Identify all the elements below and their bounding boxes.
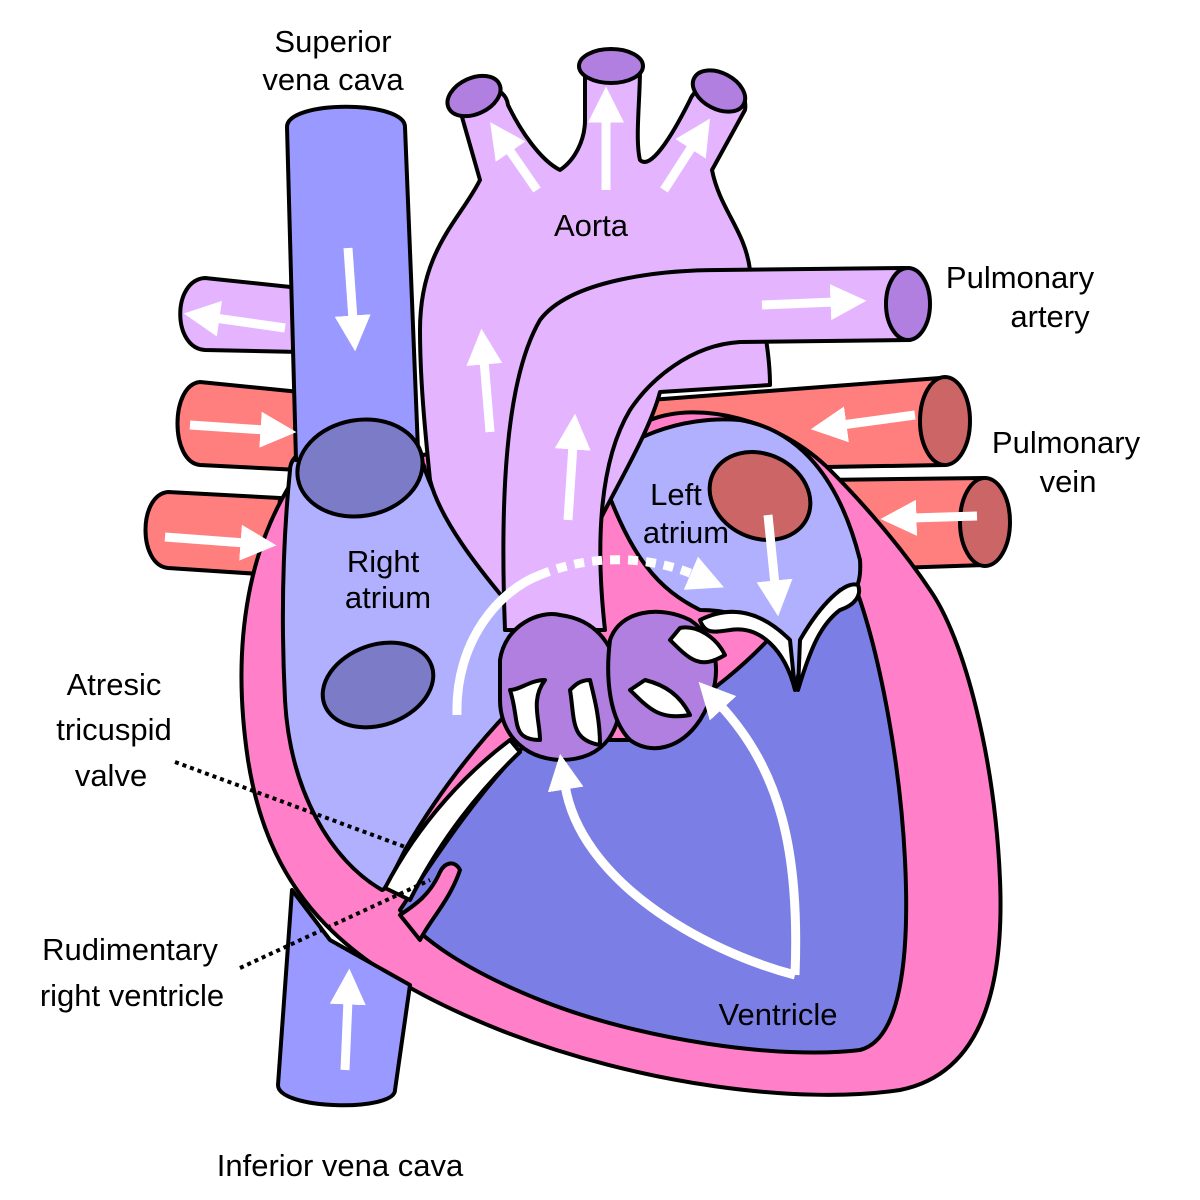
pv-right-upper-arrow [810,406,916,443]
label-pulmonary-vein-1: Pulmonary [992,425,1141,460]
ivc-arrow [329,968,366,1071]
label-pulmonary-artery-1: Pulmonary [946,260,1095,295]
aortic-valve [498,612,623,762]
ventricle-pulmonary-arrow [698,681,801,976]
label-pulmonary-vein-2: vein [1040,464,1097,499]
label-left-atrium-2: atrium [643,515,729,550]
left-atrium-chamber [598,417,863,687]
label-rudimentary-right-ventricle-2: right ventricle [40,978,224,1013]
ventricle-aorta-arrow [547,753,797,980]
pa-left-arrow [183,300,286,337]
mitral-valve [698,582,861,692]
pulmonary-artery-left-branch [178,276,302,354]
leader-lines [174,760,431,970]
aorta-right-arrow [660,118,711,193]
flow-arrows [164,86,978,1071]
label-left-atrium-1: Left [650,477,702,512]
tricuspid-leader [174,760,409,850]
atresic-tricuspid-valve-shape [383,738,522,902]
label-superior-vena-cava-2: vena cava [262,62,404,97]
right-atrium-chamber [280,438,522,892]
asd-arrow-solid [452,570,542,716]
label-atresic-tricuspid-valve-1: Atresic [67,667,162,702]
superior-vena-cava [285,104,425,519]
asd-arrow-dashed [538,555,724,590]
rudimentary-right-ventricle-shape [398,861,462,942]
label-pulmonary-artery-2: artery [1010,299,1090,334]
rudimentary-leader [239,878,431,970]
pv-left-upper-arrow [189,411,297,448]
label-aorta: Aorta [554,208,629,243]
svc-arrow [334,247,371,352]
label-atresic-tricuspid-valve-3: valve [75,758,147,793]
pv-right-lower-arrow [880,499,978,536]
label-rudimentary-right-ventricle-1: Rudimentary [42,932,218,967]
pulmonary-artery-trunk [501,266,932,632]
label-ventricle: Ventricle [719,997,838,1032]
left-atrium-arrow [756,514,793,617]
pv-left-lower-arrow [164,524,277,561]
label-atresic-tricuspid-valve-2: tricuspid [56,712,171,747]
aorta-ascending-arrow [466,328,503,433]
pa-right-arrow [761,284,867,321]
label-right-atrium-2: atrium [345,580,431,615]
aorta-left-arrow [490,122,541,193]
pa-trunk-arrow [554,413,591,521]
label-inferior-vena-cava: Inferior vena cava [217,1148,464,1183]
label-right-atrium-1: Right [347,544,420,579]
label-superior-vena-cava-1: Superior [274,24,391,59]
